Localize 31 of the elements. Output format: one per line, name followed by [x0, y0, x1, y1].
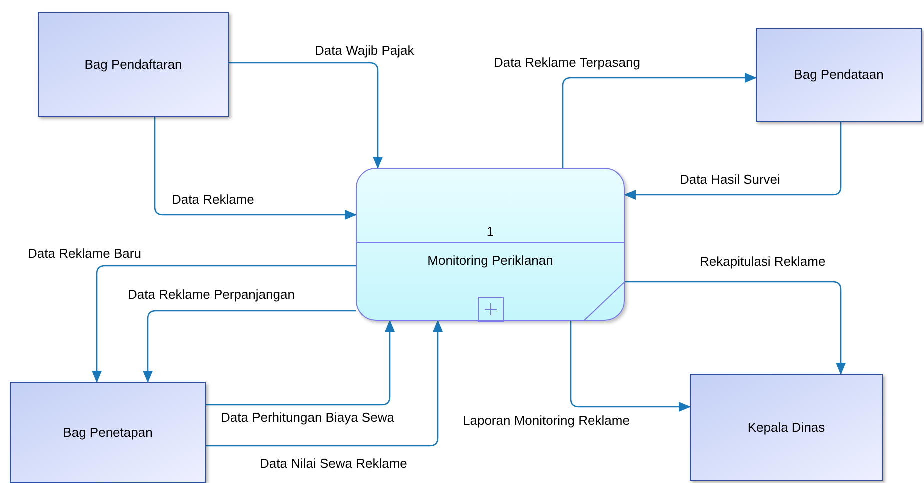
entity-box [38, 12, 229, 117]
entity-box [10, 382, 206, 483]
edge-label: Data Reklame Perpanjangan [128, 287, 295, 303]
entity-name: Bag Pendataan [794, 66, 884, 84]
entity-box [690, 374, 883, 481]
process-name: Monitoring Periklanan [428, 252, 554, 270]
arrow [92, 265, 356, 383]
arrow [206, 320, 395, 406]
edge-label: Laporan Monitoring Reklame [463, 413, 630, 429]
edge-label: Data Reklame Terpasang [494, 55, 640, 71]
arrow [624, 122, 842, 200]
arrow [625, 281, 846, 375]
arrow [143, 310, 356, 383]
edge-label: Data Wajib Pajak [315, 43, 414, 59]
arrow [229, 62, 383, 169]
edge-label: Data Hasil Survei [680, 172, 780, 188]
edge-label: Data Nilai Sewa Reklame [260, 456, 408, 472]
arrow [154, 117, 357, 220]
process-number: 1 [486, 223, 494, 241]
edge-label: Data Reklame [172, 192, 254, 208]
entity-name: Bag Pendaftaran [84, 56, 182, 74]
arrow [562, 73, 757, 168]
process-box [356, 168, 625, 321]
edge-label: Data Perhitungan Biaya Sewa [221, 410, 394, 426]
edge-label: Data Reklame Baru [28, 246, 142, 262]
entity-name: Bag Penetapan [63, 424, 153, 442]
entity-box [756, 28, 922, 122]
arrow [206, 320, 443, 447]
arrow [570, 321, 691, 412]
edge-label: Rekapitulasi Reklame [700, 254, 826, 270]
entity-name: Kepala Dinas [748, 418, 826, 437]
